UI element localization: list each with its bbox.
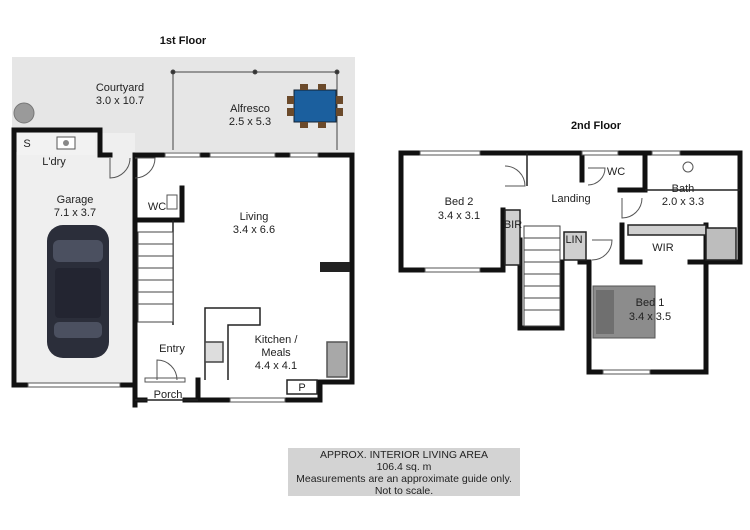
second-floor-windows — [419, 150, 681, 375]
garage-label: Garage — [57, 194, 94, 206]
second-floor-partitions — [504, 153, 740, 266]
entry-label: Entry — [159, 343, 185, 355]
bed1-bed — [592, 285, 656, 339]
bed1-dims: 3.4 x 3.5 — [629, 311, 671, 323]
living-tv-unit — [320, 262, 350, 272]
second-floor-doors — [504, 165, 643, 261]
alfresco-table — [287, 84, 343, 128]
first-floor-windows — [27, 152, 319, 403]
second-floor-stairs — [523, 225, 561, 327]
kitchen-dims: 4.4 x 4.1 — [255, 360, 297, 372]
area-note-line-3: Measurements are an approximate guide on… — [296, 473, 512, 485]
bath-basin — [682, 161, 694, 173]
courtyard-planter — [13, 102, 35, 124]
wc1-label: WC — [148, 201, 166, 213]
bed2-dims: 3.4 x 3.1 — [438, 210, 480, 222]
area-note-line-1: APPROX. INTERIOR LIVING AREA — [319, 449, 489, 461]
first-floor: 1st Floor Courtyard 3.0 x 10.7 Alfresco … — [11, 35, 355, 408]
laundry-label: L'dry — [42, 156, 66, 168]
garage-car — [47, 225, 109, 358]
alfresco-label: Alfresco — [230, 103, 270, 115]
second-floor: 2nd Floor Bed 2 3.4 x 3.1 BIR Landing LI… — [398, 120, 743, 375]
courtyard-label: Courtyard — [96, 82, 144, 94]
second-floor-title: 2nd Floor — [571, 120, 622, 132]
porch-label: Porch — [154, 389, 183, 401]
first-floor-stairs — [137, 231, 174, 323]
pantry-label: P — [298, 382, 305, 394]
garage-dims: 7.1 x 3.7 — [54, 207, 96, 219]
first-floor-doors — [109, 157, 178, 381]
first-floor-title: 1st Floor — [160, 35, 207, 47]
bed2-label: Bed 2 — [445, 196, 474, 208]
area-note-line-2: 106.4 sq. m — [376, 461, 432, 473]
alfresco-dims: 2.5 x 5.3 — [229, 116, 271, 128]
landing-label: Landing — [551, 193, 590, 205]
bed1-label: Bed 1 — [636, 297, 665, 309]
living-label: Living — [240, 211, 269, 223]
bath-label: Bath — [672, 183, 695, 195]
bath-dims: 2.0 x 3.3 — [662, 196, 704, 208]
bir-label: BIR — [504, 219, 522, 231]
area-note: APPROX. INTERIOR LIVING AREA 106.4 sq. m… — [288, 448, 520, 497]
shower-s-label: S — [23, 138, 30, 150]
kitchen-label: Kitchen / — [255, 334, 299, 346]
wc1-toilet — [166, 194, 178, 210]
living-dims: 3.4 x 6.6 — [233, 224, 275, 236]
wir-label: WIR — [652, 242, 673, 254]
wc2-label: WC — [607, 166, 625, 178]
lin-label: LIN — [565, 234, 582, 246]
area-note-line-4: Not to scale. — [374, 485, 434, 497]
kitchen-label-2: Meals — [261, 347, 291, 359]
courtyard-dims: 3.0 x 10.7 — [96, 95, 144, 107]
